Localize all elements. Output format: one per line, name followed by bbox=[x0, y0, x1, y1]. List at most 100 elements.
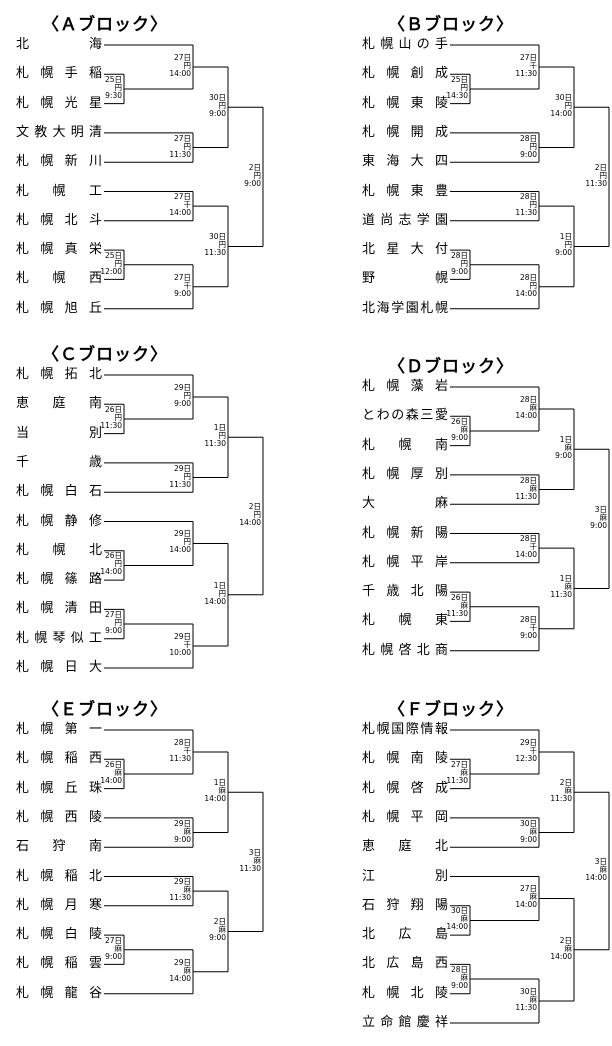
team-name: 野幌 bbox=[362, 271, 448, 287]
match-time: 14:00 bbox=[169, 973, 191, 983]
team-label: 札幌南 bbox=[362, 437, 448, 453]
match-day: 3日 bbox=[594, 857, 607, 866]
match-day: 29日 bbox=[173, 632, 191, 642]
match-day: 30日 bbox=[519, 818, 537, 828]
match-time: 11:30 bbox=[169, 893, 191, 903]
team-name: 札幌丘珠 bbox=[16, 781, 102, 797]
team-label: 札幌稲雲 bbox=[16, 956, 102, 972]
bracket-block-3: 〈Ｃブロック〉札幌拓北恵庭南当別千歳札幌白石札幌静修札幌北札幌篠路札幌清田札幌琴… bbox=[16, 340, 306, 680]
block-title: 〈Ｆブロック〉 bbox=[388, 700, 514, 720]
match-day: 28日 bbox=[450, 965, 468, 975]
match-day: 27日 bbox=[450, 759, 468, 769]
match-time: 9:00 bbox=[555, 451, 572, 461]
match-venue: 麻 bbox=[529, 995, 538, 1005]
match-venue: 千 bbox=[529, 622, 538, 632]
team-name: 札幌南 bbox=[362, 438, 448, 454]
team-name: 札幌開成 bbox=[362, 125, 448, 141]
match-day: 25日 bbox=[104, 250, 122, 260]
team-name: 札幌新川 bbox=[16, 154, 102, 170]
match-time: 10:00 bbox=[169, 648, 191, 658]
team-name: 札幌東陵 bbox=[362, 96, 448, 112]
match-day: 27日 bbox=[173, 133, 191, 143]
match-time: 11:30 bbox=[515, 68, 537, 78]
match-venue: 千 bbox=[183, 640, 192, 650]
match-venue: 麻 bbox=[564, 786, 573, 796]
team-name: 札幌真栄 bbox=[16, 242, 102, 258]
match-time: 9:00 bbox=[451, 266, 468, 276]
team-label: 札幌手稲 bbox=[16, 66, 102, 82]
team-label: 札幌東豊 bbox=[362, 183, 448, 199]
team-label: 札幌国際情報 bbox=[362, 722, 448, 737]
match-time: 11:30 bbox=[169, 479, 191, 489]
match-time: 11:30 bbox=[239, 863, 261, 873]
team-name: 当別 bbox=[16, 426, 102, 442]
match-day: 28日 bbox=[519, 534, 537, 544]
team-name: 北海学園札幌 bbox=[362, 301, 448, 317]
match-day: 29日 bbox=[519, 737, 537, 747]
match-time: 9:00 bbox=[520, 149, 537, 159]
match-time: 11:30 bbox=[100, 420, 122, 430]
match-venue: 麻 bbox=[460, 767, 469, 777]
match-time: 12:00 bbox=[100, 266, 122, 276]
team-label: 札幌北 bbox=[16, 542, 102, 558]
team-label: 札幌平岡 bbox=[362, 809, 448, 825]
team-label: 札幌西 bbox=[16, 271, 102, 287]
match-day: 27日 bbox=[519, 52, 537, 62]
team-label: 札幌北陵 bbox=[362, 985, 448, 1001]
team-name: 恵庭南 bbox=[16, 396, 102, 412]
match-venue: 円 bbox=[183, 390, 192, 400]
match-time: 9:00 bbox=[174, 288, 191, 298]
match-venue: 円 bbox=[218, 101, 227, 111]
team-name: 札幌龍谷 bbox=[16, 986, 102, 1002]
match-venue: 円 bbox=[460, 258, 469, 268]
match-time: 9:30 bbox=[105, 90, 122, 100]
block-title: 〈Ｃブロック〉 bbox=[42, 345, 168, 365]
team-label: 札幌南陵 bbox=[362, 751, 448, 767]
match-venue: 麻 bbox=[183, 965, 192, 975]
team-label: 野幌 bbox=[362, 271, 448, 287]
match-venue: 千 bbox=[183, 200, 192, 210]
team-label: 当別 bbox=[16, 425, 102, 441]
team-name: 札幌啓成 bbox=[362, 781, 448, 797]
team-label: 札幌拓北 bbox=[16, 367, 102, 382]
match-time: 11:30 bbox=[446, 775, 468, 785]
match-day: 28日 bbox=[519, 614, 537, 624]
match-time: 9:00 bbox=[451, 432, 468, 442]
team-name: 札幌拓北 bbox=[16, 367, 102, 383]
team-label: 札幌清田 bbox=[16, 601, 102, 617]
match-time: 11:30 bbox=[515, 208, 537, 218]
team-label: 北広島 bbox=[362, 927, 448, 943]
team-label: 江別 bbox=[362, 868, 448, 884]
match-day: 30日 bbox=[519, 987, 537, 997]
bracket-lines bbox=[104, 374, 264, 669]
team-name: 札幌篠路 bbox=[16, 572, 102, 588]
match-time: 14:00 bbox=[204, 794, 226, 804]
team-name: 札幌第一 bbox=[16, 722, 102, 738]
match-venue: 円 bbox=[253, 170, 262, 180]
match-day: 29日 bbox=[173, 818, 191, 828]
match-day: 26日 bbox=[450, 416, 468, 426]
team-name: 札幌平岸 bbox=[362, 555, 448, 571]
match-venue: 円 bbox=[218, 588, 227, 598]
